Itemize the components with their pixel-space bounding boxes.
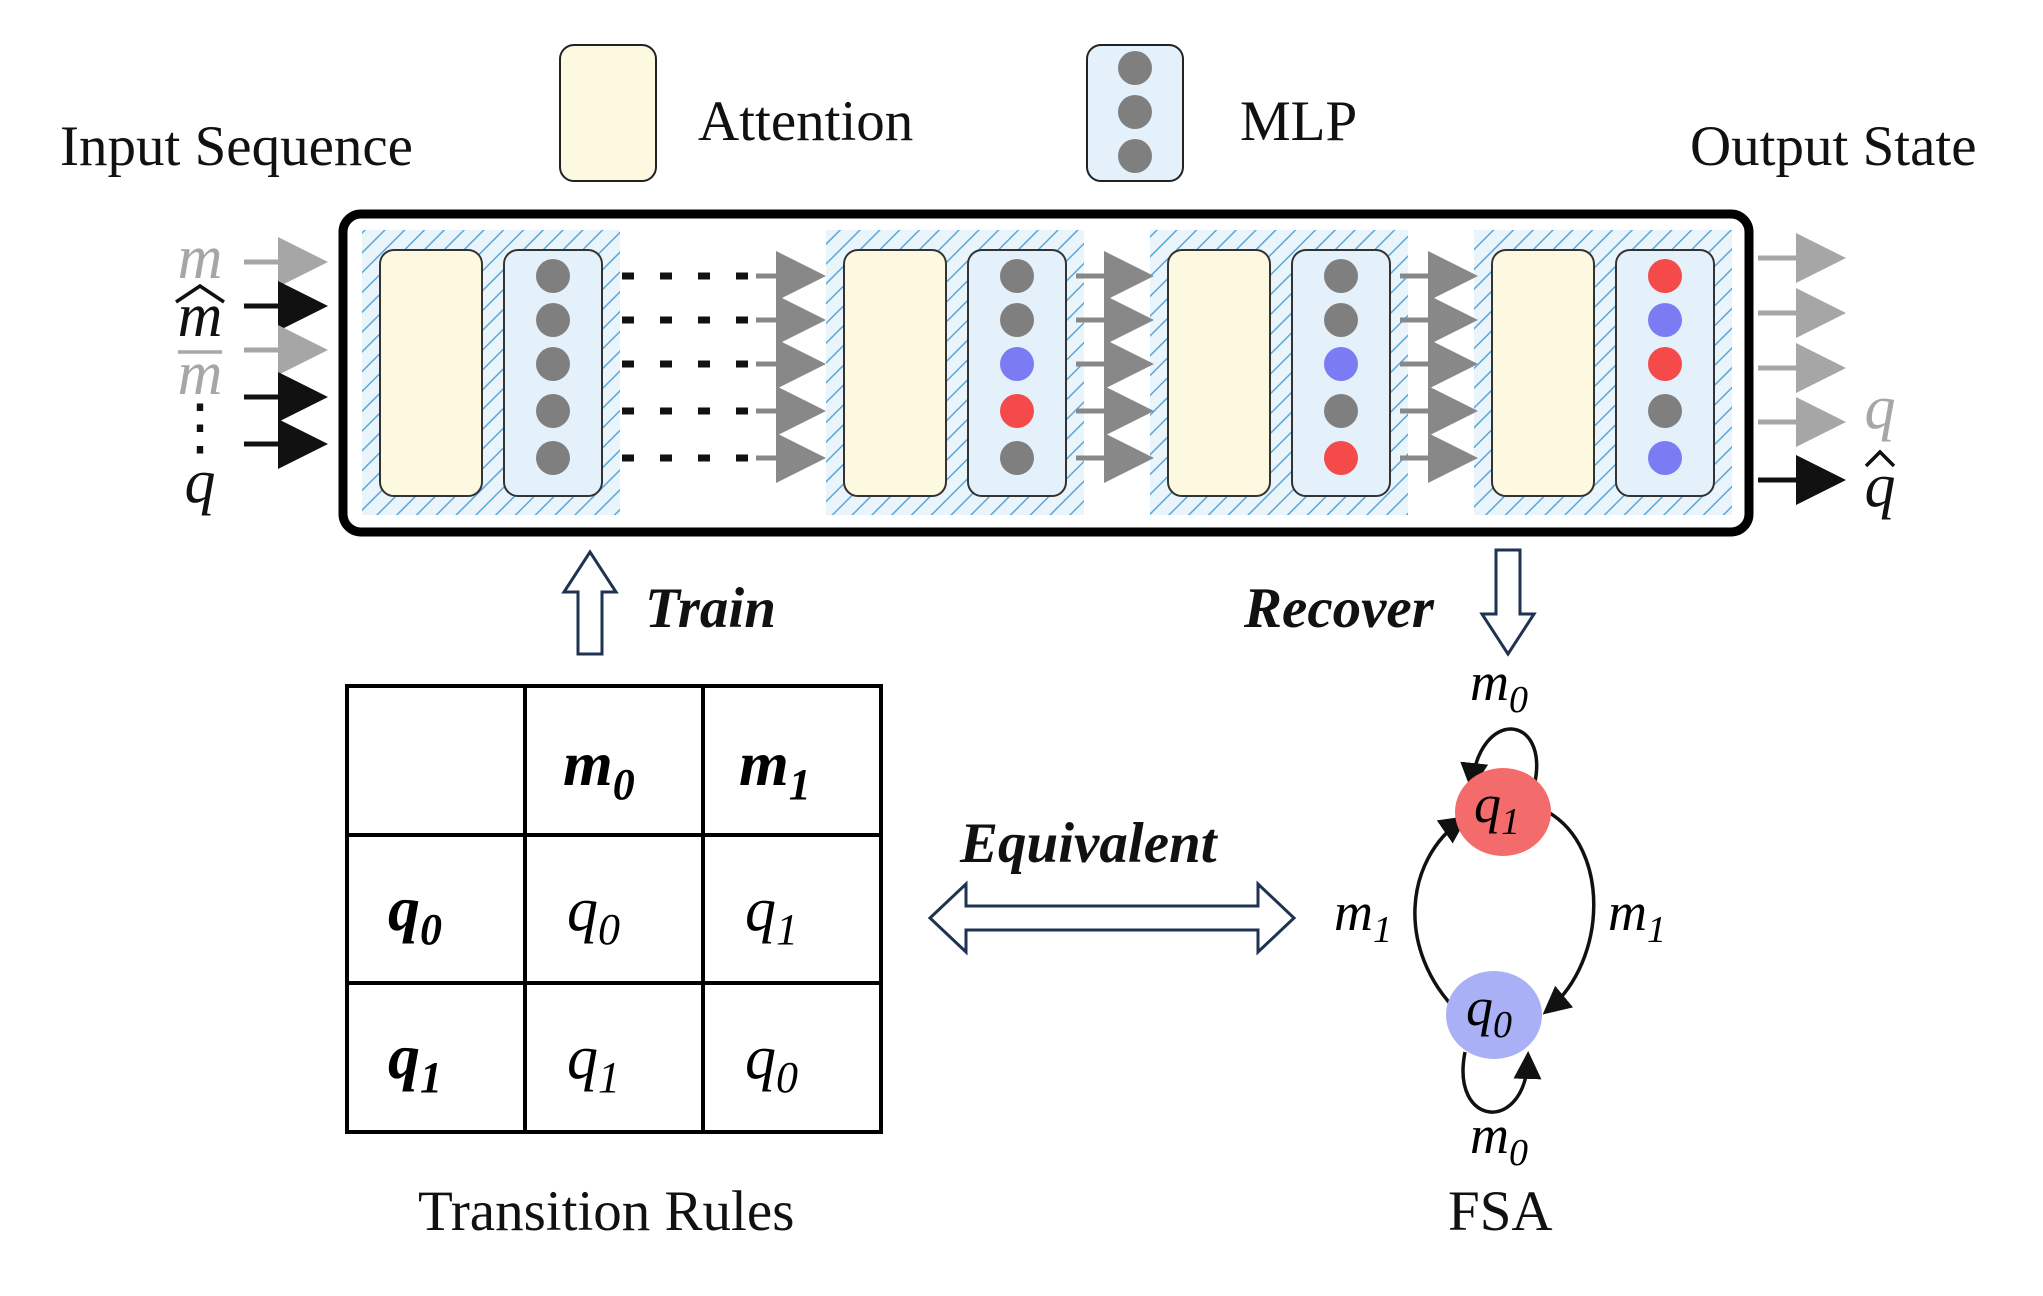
mlp-neuron xyxy=(536,441,570,475)
input-token: m xyxy=(178,224,223,292)
output-token: q xyxy=(1865,374,1896,442)
recover-label: Recover xyxy=(1243,577,1435,640)
fsa-caption: FSA xyxy=(1448,1180,1553,1243)
input-token: q xyxy=(185,448,216,516)
mlp-neuron xyxy=(536,259,570,293)
model-box xyxy=(338,209,1754,537)
mlp-neuron xyxy=(1648,394,1682,428)
recover-arrow xyxy=(1479,548,1537,657)
mlp-neuron xyxy=(1000,441,1034,475)
table-cell: q1 xyxy=(745,876,798,954)
input-token: ⋮ xyxy=(169,394,231,462)
mlp-neuron xyxy=(1324,259,1358,293)
legend-mlp-neuron xyxy=(1118,51,1152,85)
attention-block xyxy=(843,249,947,497)
mlp-neuron xyxy=(1648,347,1682,381)
mlp-neuron xyxy=(1324,303,1358,337)
mlp-neuron xyxy=(1000,259,1034,293)
fsa-self-loop-q1 xyxy=(1460,727,1539,791)
output-state-label: Output State xyxy=(1690,115,1977,178)
mlp-neuron xyxy=(536,394,570,428)
attention-block xyxy=(1491,249,1595,497)
fsa-edge-label: m0 xyxy=(1470,652,1528,721)
equivalent-label: Equivalent xyxy=(959,812,1219,875)
fsa-state-q1 xyxy=(1455,768,1551,856)
mlp-neurons xyxy=(536,259,1682,475)
train-arrow xyxy=(561,549,619,656)
output-tokens: qq xyxy=(1758,233,1896,520)
fsa-state-q1-label: q1 xyxy=(1474,774,1520,843)
fsa-state-q0-label: q0 xyxy=(1466,977,1512,1046)
mlp-neuron xyxy=(1648,259,1682,293)
legend-mlp-label: MLP xyxy=(1240,90,1357,153)
fsa-edge-label: m1 xyxy=(1334,882,1392,951)
attention-block xyxy=(379,249,483,497)
hat-accent xyxy=(175,283,225,304)
mlp-neuron xyxy=(1000,347,1034,381)
mlp-neuron xyxy=(1000,394,1034,428)
table-row-state: q0 xyxy=(388,873,442,954)
mlp-neuron xyxy=(1324,441,1358,475)
fsa-edge-label: m0 xyxy=(1470,1105,1528,1174)
legend: Attention MLP xyxy=(559,44,1357,182)
transition-table: m0 m1 q0 q0 q1 q1 q1 q0 xyxy=(345,684,883,1134)
mlp-neuron xyxy=(1324,347,1358,381)
table-cell: q1 xyxy=(567,1024,620,1102)
train-label: Train xyxy=(645,577,776,640)
mlp-neuron xyxy=(1000,303,1034,337)
mlp-neuron xyxy=(1648,441,1682,475)
legend-attention-swatch xyxy=(559,44,657,182)
layer-arrows xyxy=(622,251,1478,483)
mlp-neuron xyxy=(1648,303,1682,337)
fsa-edge-q0-to-q1 xyxy=(1413,816,1468,1014)
fsa-edge-q1-to-q0 xyxy=(1542,810,1596,1015)
table-cell: q0 xyxy=(567,876,620,954)
fsa-state-q0 xyxy=(1446,971,1542,1059)
legend-mlp-neuron xyxy=(1118,95,1152,129)
mlp-neuron xyxy=(536,347,570,381)
equivalent-arrow xyxy=(927,880,1297,956)
table-header-cell: m1 xyxy=(739,728,811,809)
input-sequence-label: Input Sequence xyxy=(60,115,413,178)
legend-attention-label: Attention xyxy=(698,90,913,153)
table-border xyxy=(345,684,883,1134)
attention-block xyxy=(1167,249,1271,497)
mlp-neuron xyxy=(1324,394,1358,428)
mlp-neuron xyxy=(536,303,570,337)
hat-accent xyxy=(1864,449,1896,468)
legend-mlp-neuron xyxy=(1118,139,1152,173)
fsa-edge-label: m1 xyxy=(1608,882,1666,951)
fsa-self-loop-q0 xyxy=(1461,1051,1542,1114)
input-tokens: mmm⋮q xyxy=(169,224,328,516)
input-token: m xyxy=(178,282,223,350)
table-caption: Transition Rules xyxy=(418,1180,794,1243)
fsa-diagram: q1 q0 m0 m0 m1 m1 xyxy=(1334,652,1666,1174)
table-row-state: q1 xyxy=(388,1021,442,1102)
table-cell: q0 xyxy=(745,1024,798,1102)
table-header-cell: m0 xyxy=(563,728,635,809)
